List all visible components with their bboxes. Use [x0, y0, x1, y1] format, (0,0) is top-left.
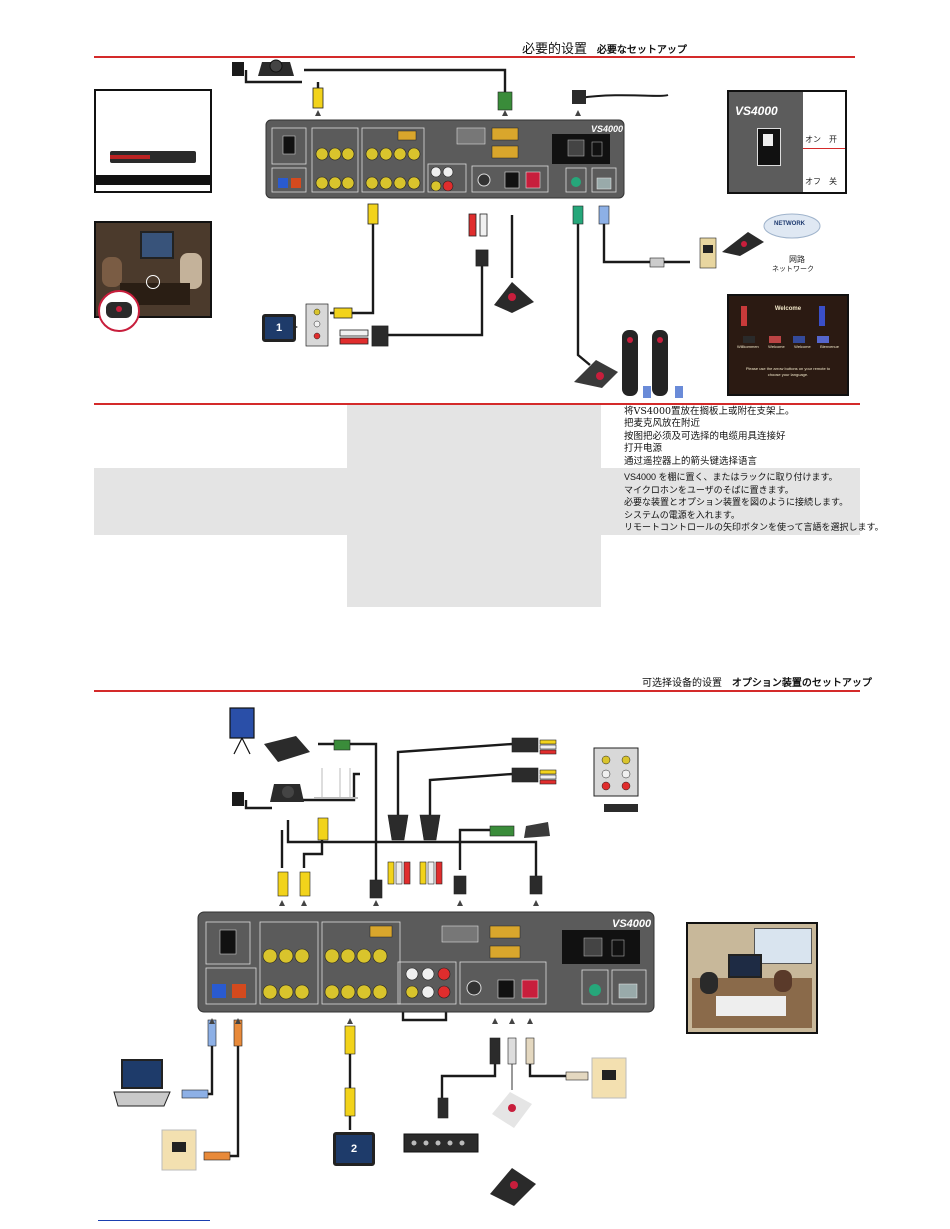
instruction-ja-5: リモートコントロールの矢印ボタンを使って言語を選択します。 [624, 522, 884, 533]
instruction-zh-5: 通过遥控器上的箭头键选择语言 [624, 455, 758, 467]
microphone-callout [98, 290, 140, 332]
section1-rule [94, 56, 855, 58]
language-option[interactable]: Willkommen [737, 344, 759, 349]
table-band-middle-row3 [347, 535, 601, 607]
monitor-2: 2 [333, 1132, 375, 1166]
language-option[interactable]: Welcome [768, 344, 785, 349]
section2-title-ja: オプション装置のセットアップ [731, 678, 872, 689]
instructions-zh: 将VS4000置放在搁板上或附在支架上。 把麦克风放在附近 按图把必须及可选择的… [624, 406, 795, 468]
network-cloud-label: NETWORK [774, 221, 805, 227]
power-switch-panel: VS4000 オン 开 オフ 关 [727, 90, 847, 194]
monitor-1: 1 [262, 314, 296, 342]
section1-title-zh: 必要的设置 [522, 42, 588, 57]
setup-diagram-required [232, 59, 821, 398]
welcome-title: Welcome [774, 306, 802, 312]
section2-rule [94, 690, 860, 692]
instruction-ja-3: 必要な装置とオプション装置を図のように接続します。 [624, 497, 849, 508]
network-label-zh: 网路 [789, 255, 805, 264]
device-model-label: VS4000 [591, 124, 624, 134]
instruction-zh-1: 将VS4000置放在搁板上或附在支架上。 [624, 406, 795, 417]
network-label-ja: ネットワーク [772, 265, 814, 273]
instruction-zh-3: 按图把必须及可选择的电缆用具连接好 [624, 430, 786, 442]
presentation-room-photo [686, 922, 818, 1034]
instruction-table-rule [94, 403, 860, 405]
section2-title-zh: 可选择设备的设置 [642, 678, 722, 689]
instruction-ja-4: システムの電源を入れます。 [624, 509, 740, 520]
language-option[interactable]: Bienvenue [820, 344, 839, 349]
footer-rule [98, 1220, 210, 1221]
device-model-label-2: VS4000 [612, 918, 652, 930]
monitor-1-number: 1 [275, 322, 283, 334]
power-panel-model: VS4000 [735, 104, 778, 118]
power-on-label: オン 开 [805, 135, 837, 144]
table-band-row2 [94, 468, 860, 535]
section1-title: 必要的设置 必要なセットアップ [522, 38, 687, 57]
instruction-zh-4: 打开电源 [624, 443, 663, 455]
welcome-screen: Welcome Willkommen Welcome Welcome Bienv… [727, 294, 849, 396]
power-off-label: オフ 关 [805, 177, 837, 186]
instruction-ja-1: VS4000 を棚に置く、またはラックに取り付けます。 [624, 472, 838, 482]
section1-title-ja: 必要なセットアップ [596, 45, 687, 56]
section2-title: 可选择设备的设置 オプション装置のセットアップ [642, 674, 872, 689]
instruction-zh-2: 把麦克风放在附近 [624, 418, 701, 430]
language-option[interactable]: Welcome [794, 344, 811, 349]
system-product-photo [94, 89, 212, 193]
welcome-instruction: Please use the arrow buttons on your rem… [745, 366, 831, 377]
instruction-ja-2: マイクロホンをユーザのそばに置きます。 [624, 484, 794, 495]
table-band-middle-row1 [347, 405, 601, 468]
instructions-ja: VS4000 を棚に置く、またはラックに取り付けます。 マイクロホンをユーザのそ… [624, 471, 884, 534]
setup-diagram-optional [113, 707, 655, 1206]
monitor-2-number: 2 [350, 1143, 358, 1155]
